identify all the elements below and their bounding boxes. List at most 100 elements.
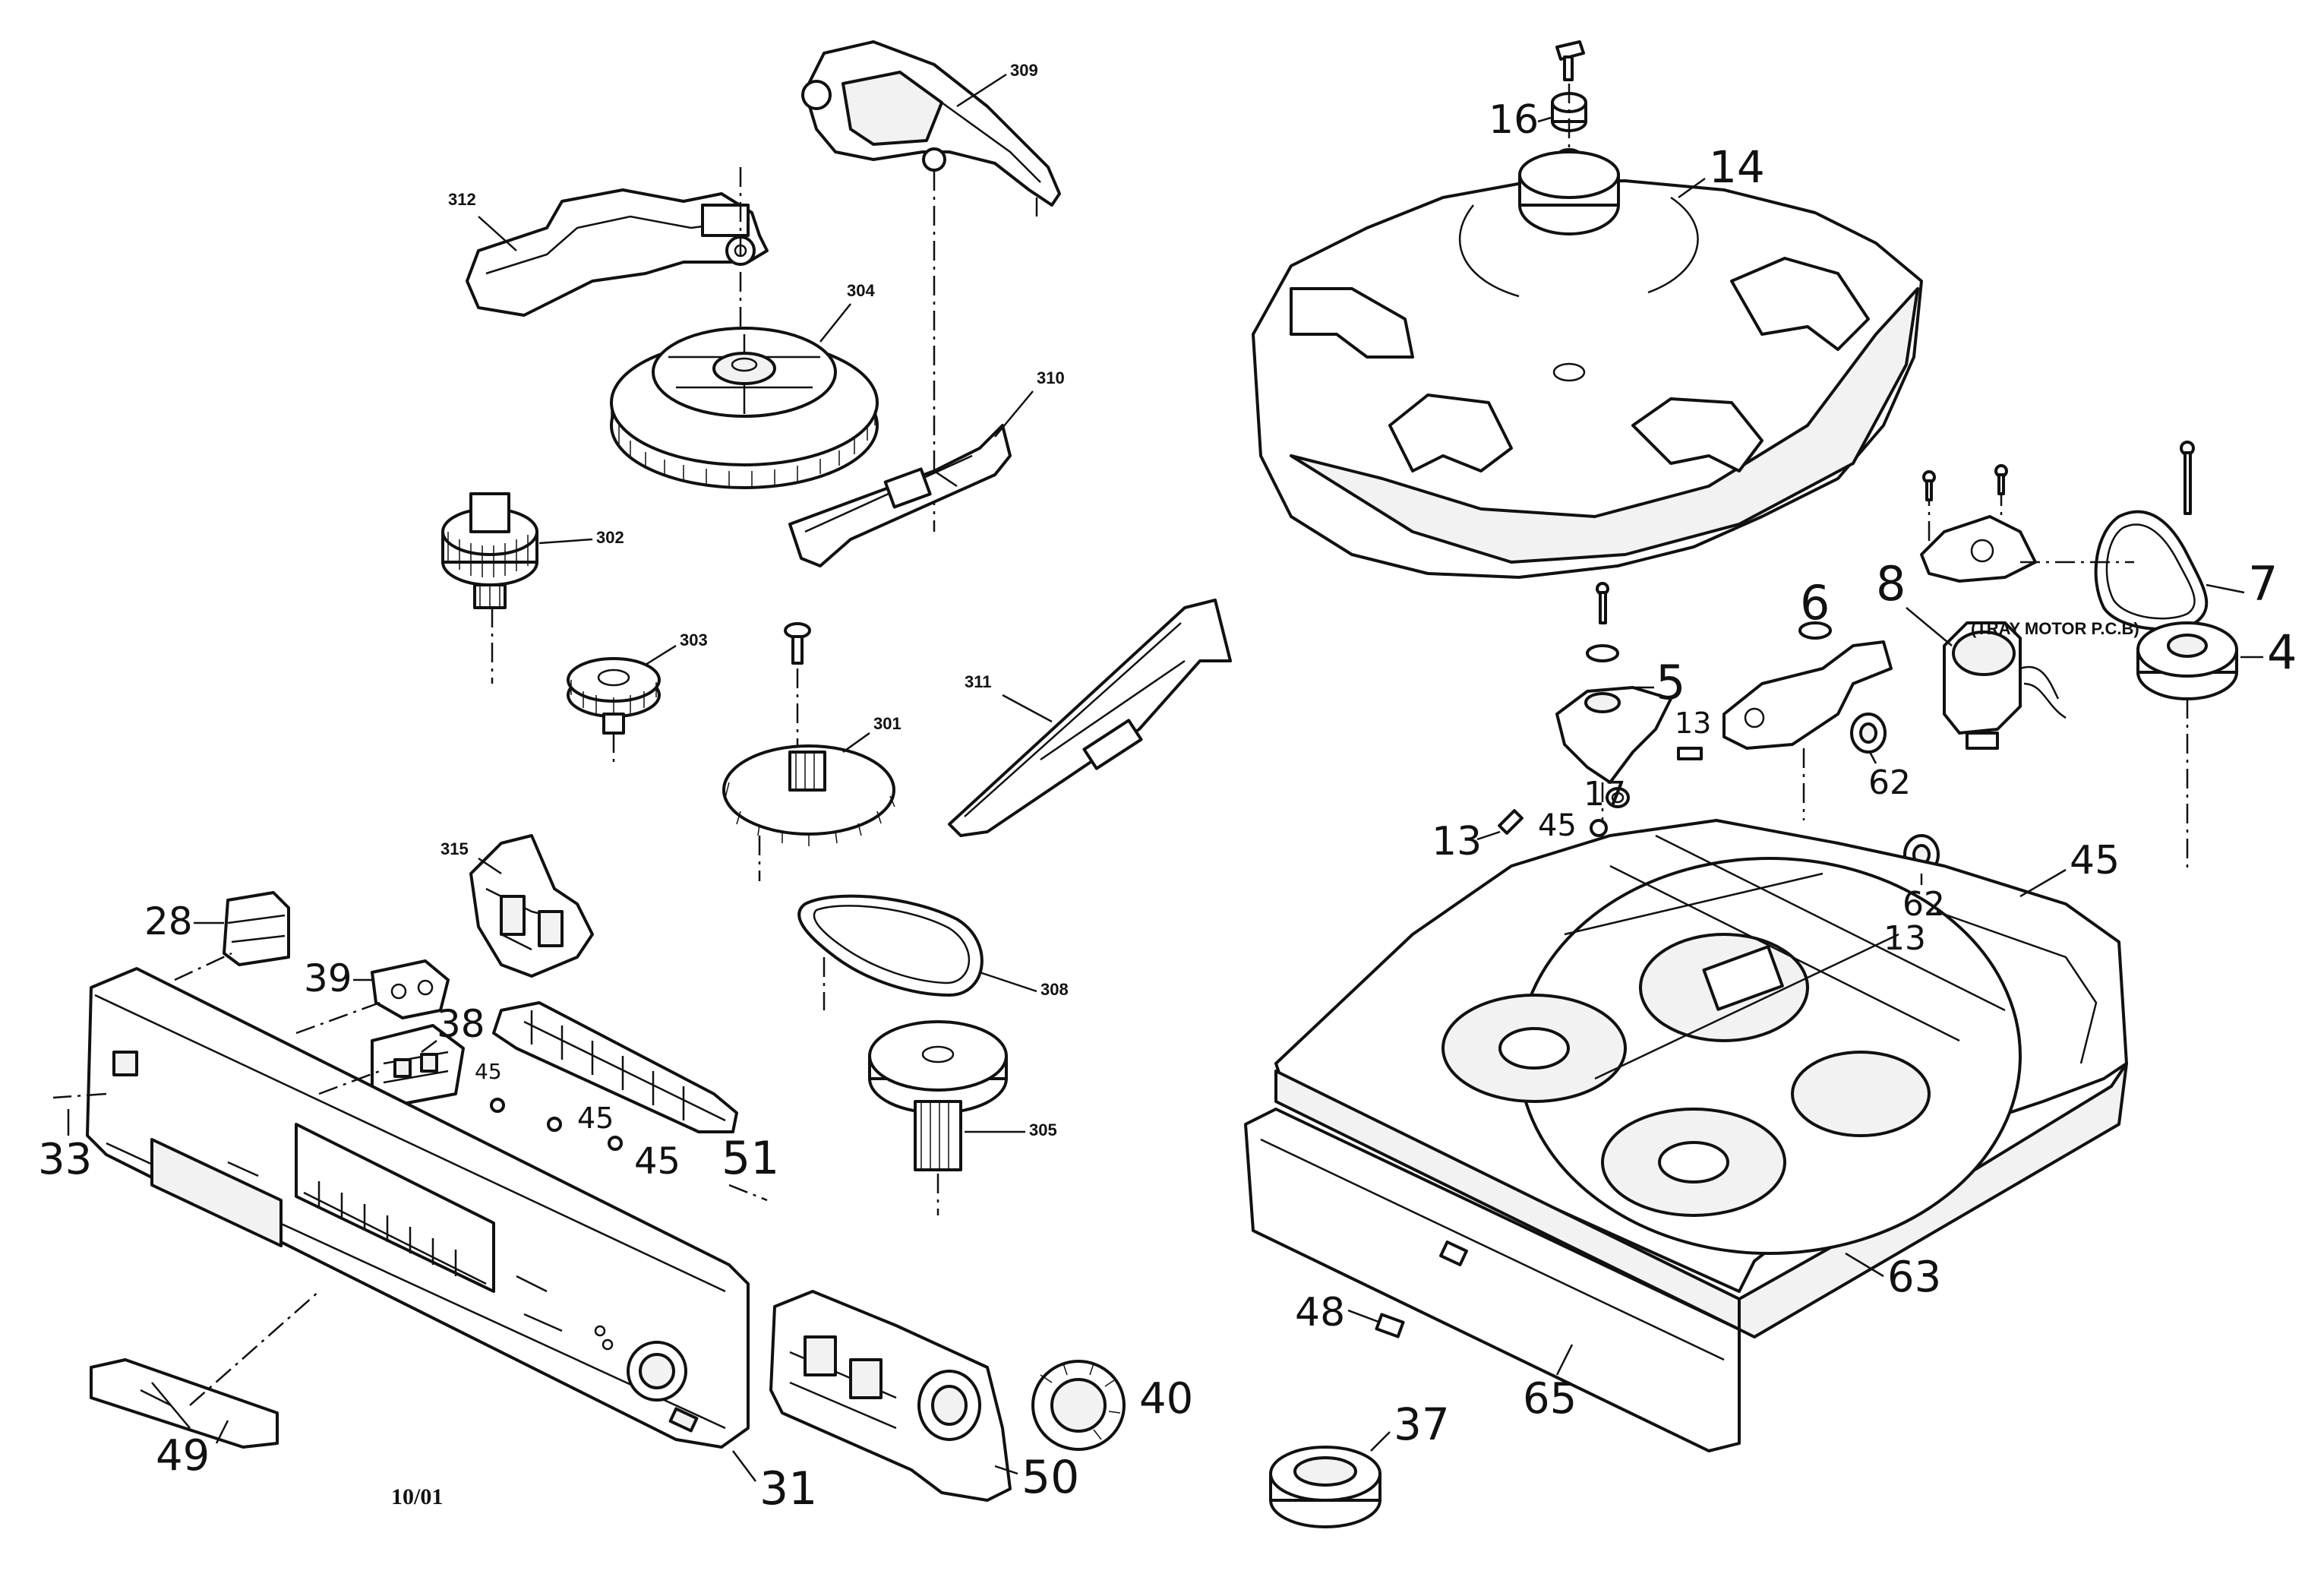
assembly-axis-39 (295, 1001, 380, 1035)
part-305-motor-pulley (868, 1020, 1008, 1171)
callout-7: 7 (2248, 556, 2278, 612)
part-50-control-board (769, 1290, 1012, 1502)
part-40-knob (1031, 1360, 1126, 1451)
callout-13-c: 13 (1884, 919, 1926, 958)
part-62-roller-a (1850, 713, 1887, 754)
leader-37 (1370, 1431, 1391, 1452)
part-304-cam-gear (610, 327, 879, 489)
part-312-slide-arm (466, 188, 769, 317)
leader-63 (1845, 1252, 1884, 1278)
screw-301 (784, 622, 811, 665)
assembly-axis-33 (52, 1092, 107, 1099)
screw-pcb-c (2180, 441, 2195, 515)
callout-31: 31 (759, 1462, 817, 1515)
callout-315: 315 (440, 839, 469, 858)
leader-13-b (1476, 830, 1501, 841)
part-17-spring (1606, 787, 1630, 808)
leader-301 (842, 732, 870, 754)
leader-302 (538, 538, 593, 545)
part-49-display-window (90, 1358, 279, 1449)
callout-49: 49 (156, 1431, 210, 1481)
leader-7 (2206, 583, 2245, 594)
callout-303: 303 (680, 630, 708, 649)
callout-45-a: 45 (475, 1059, 502, 1084)
callout-310: 310 (1037, 368, 1065, 387)
leader-8 (1906, 607, 1953, 646)
screw-45-c (608, 1136, 623, 1151)
assembly-axis-38 (318, 1070, 380, 1095)
leader-65 (1555, 1344, 1574, 1376)
callout-6: 6 (1800, 575, 1830, 630)
part-48-small-block (1375, 1313, 1405, 1338)
callout-14: 14 (1709, 141, 1765, 193)
leader-50 (994, 1465, 1018, 1475)
part-310-rail-bracket (788, 424, 1012, 567)
part-65-tray-front-plate (1244, 1108, 1741, 1452)
assembly-axis-28 (174, 952, 232, 981)
part-8-tray-motor (1943, 621, 2067, 750)
leader-45-e (2019, 868, 2067, 898)
leader-16 (1537, 116, 1552, 123)
leader-49 (215, 1420, 229, 1444)
callout-5: 5 (1656, 655, 1685, 710)
callout-63: 63 (1887, 1253, 1941, 1302)
callout-312: 312 (448, 190, 476, 209)
callout-62-b: 62 (1902, 885, 1945, 924)
callout-33: 33 (38, 1135, 92, 1184)
part-31-front-panel (86, 967, 750, 1449)
part-63-tray-base (1274, 819, 2128, 1338)
screw-pcb-a (1922, 470, 1936, 501)
assembly-axis-51 (728, 1184, 768, 1202)
callout-309: 309 (1010, 61, 1038, 80)
leader-315 (478, 857, 502, 875)
screw-clamp (1596, 582, 1609, 624)
part-309-lever-bracket (801, 40, 1061, 216)
part-51-button-strip (492, 1001, 738, 1133)
part-4-tray-pulley (2136, 621, 2238, 700)
assembly-axis-49 (189, 1291, 320, 1406)
screw-top-spindle (1555, 40, 1585, 81)
leader-14 (1678, 177, 1706, 199)
callout-28: 28 (144, 899, 193, 943)
callout-302: 302 (596, 528, 624, 547)
leader-312 (478, 216, 517, 251)
leader-48 (1347, 1309, 1379, 1323)
callout-39: 39 (304, 956, 352, 1000)
callout-62-a: 62 (1868, 763, 1911, 802)
part-13-clip-a (1677, 747, 1703, 760)
leader-38 (421, 1040, 437, 1053)
callout-65: 65 (1523, 1374, 1577, 1424)
leader-304 (819, 303, 851, 343)
callout-48: 48 (1295, 1290, 1345, 1335)
part-37-foot (1269, 1446, 1381, 1528)
part-311-long-rail (948, 599, 1232, 837)
part-39-bracket (371, 959, 450, 1019)
part-pcb-bracket (1920, 515, 2037, 583)
callout-8: 8 (1876, 556, 1906, 612)
callout-311: 311 (965, 672, 992, 691)
leader-62-a (1868, 751, 1877, 764)
callout-50: 50 (1021, 1451, 1079, 1504)
callout-37: 37 (1394, 1398, 1450, 1450)
part-315-connector-bracket (469, 834, 594, 978)
callout-45-e: 45 (2070, 838, 2120, 883)
part-28-module (223, 891, 290, 966)
leader-310 (994, 390, 1034, 438)
part-303-small-gear (567, 657, 661, 735)
screw-45-a (490, 1098, 505, 1113)
callout-40: 40 (1139, 1374, 1193, 1424)
screw-45-d (1590, 819, 1608, 837)
callout-13-a: 13 (1675, 706, 1711, 740)
part-5-clamp-arm (1555, 686, 1672, 784)
callout-304: 304 (847, 281, 875, 300)
leader-31 (732, 1450, 756, 1482)
callout-45-c: 45 (634, 1140, 680, 1183)
part-6-lever (1722, 621, 1893, 750)
part-7-tray-belt (2094, 510, 2209, 631)
callout-301: 301 (873, 714, 901, 733)
screw-pcb-b (1994, 464, 2008, 495)
part-308-drive-belt (797, 894, 984, 997)
callout-51: 51 (722, 1132, 779, 1185)
callout-45-d: 45 (1538, 808, 1577, 843)
